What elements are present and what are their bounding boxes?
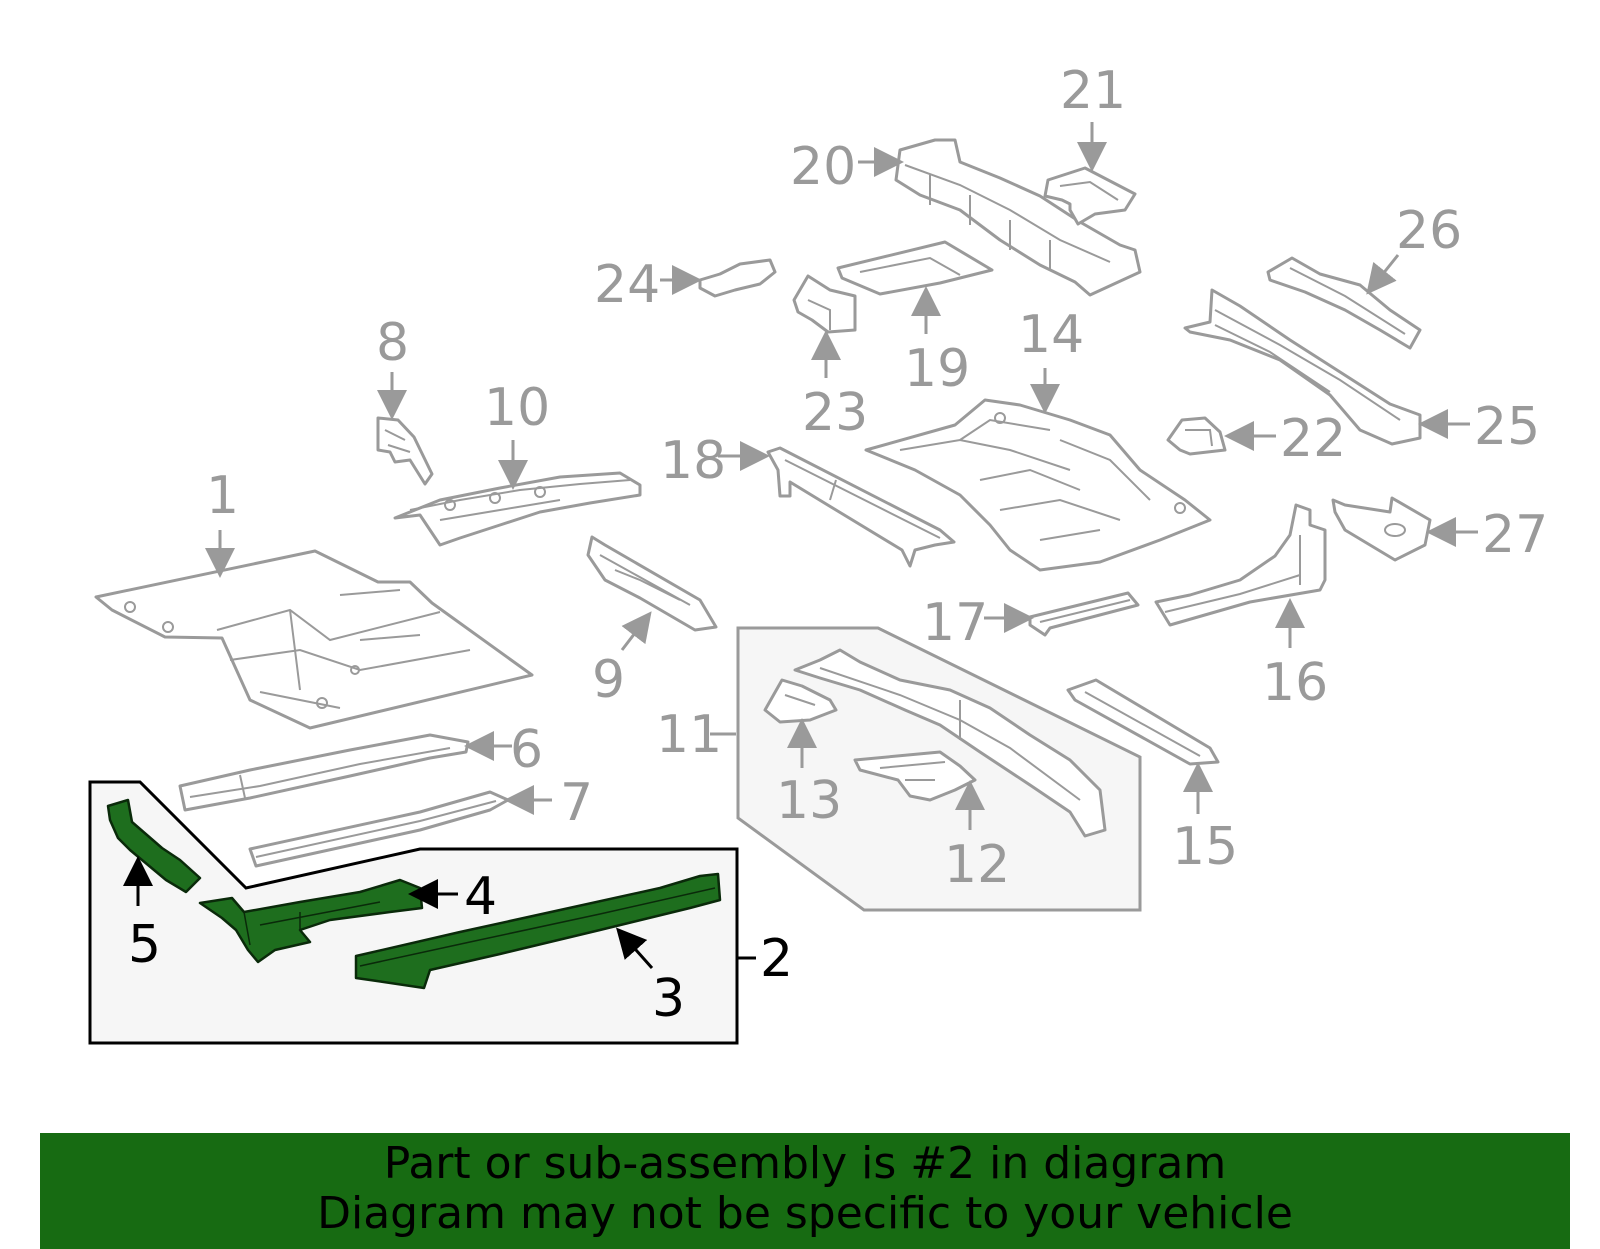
part-1-front-floor-pan[interactable] xyxy=(94,549,534,730)
callout-24: 24 xyxy=(594,255,660,315)
callout-9: 9 xyxy=(592,650,625,710)
callout-18: 18 xyxy=(660,431,726,491)
callout-26: 26 xyxy=(1396,201,1462,261)
callout-20: 20 xyxy=(790,137,856,197)
part-3-rocker[interactable] xyxy=(354,872,722,990)
callout-16: 16 xyxy=(1262,653,1328,713)
callout-2: 2 xyxy=(760,929,793,989)
callout-8: 8 xyxy=(376,313,409,373)
part-8-bracket[interactable] xyxy=(376,416,434,486)
callout-11: 11 xyxy=(656,705,722,765)
part-26-rail[interactable] xyxy=(1266,256,1422,350)
callout-5: 5 xyxy=(128,915,161,975)
callout-27: 27 xyxy=(1482,505,1548,565)
part-14-rear-floor-pan[interactable] xyxy=(864,398,1212,572)
part-22-bracket[interactable] xyxy=(1166,416,1227,456)
part-15-sill-extension[interactable] xyxy=(1066,678,1220,766)
callout-13: 13 xyxy=(776,771,842,831)
part-7-sill[interactable] xyxy=(248,790,510,868)
callout-4: 4 xyxy=(464,867,497,927)
callout-22: 22 xyxy=(1280,409,1346,469)
callout-14: 14 xyxy=(1018,305,1084,365)
part-11-member[interactable] xyxy=(793,648,1107,838)
callout-12: 12 xyxy=(944,835,1010,895)
part-9-reinforcement[interactable] xyxy=(586,535,718,632)
notice-banner: Part or sub-assembly is #2 in diagram Di… xyxy=(40,1133,1570,1249)
callout-23: 23 xyxy=(802,383,868,443)
part-17-cross-member[interactable] xyxy=(1028,591,1140,637)
part-6-side-member[interactable] xyxy=(178,733,470,812)
part-24-patch[interactable] xyxy=(698,258,777,298)
part-5-bracket[interactable] xyxy=(106,798,202,894)
callout-21: 21 xyxy=(1060,61,1126,121)
part-21-bracket[interactable] xyxy=(1043,166,1137,226)
callout-1: 1 xyxy=(206,466,239,526)
callout-10: 10 xyxy=(484,378,550,438)
part-16-rear-rail[interactable] xyxy=(1154,503,1327,627)
part-18-rail[interactable] xyxy=(766,446,956,568)
callout-7: 7 xyxy=(560,773,593,833)
notice-line-2: Diagram may not be specific to your vehi… xyxy=(317,1188,1293,1239)
callout-19: 19 xyxy=(904,339,970,399)
part-27-bracket[interactable] xyxy=(1331,496,1432,562)
group-box-2 xyxy=(88,780,739,1045)
callout-15: 15 xyxy=(1172,817,1238,877)
part-20-rear-cross-member[interactable] xyxy=(894,138,1142,297)
callout-17: 17 xyxy=(922,593,988,653)
callout-6: 6 xyxy=(510,720,543,780)
part-4-member[interactable] xyxy=(198,878,424,964)
part-10-cross-member[interactable] xyxy=(393,471,642,547)
callout-25: 25 xyxy=(1474,397,1540,457)
part-13-bracket[interactable] xyxy=(763,678,838,724)
notice-line-1: Part or sub-assembly is #2 in diagram xyxy=(383,1138,1227,1189)
part-23-bracket[interactable] xyxy=(792,274,857,334)
part-12-bracket[interactable] xyxy=(853,750,977,802)
part-19-panel[interactable] xyxy=(836,240,994,296)
callout-3: 3 xyxy=(652,969,685,1029)
